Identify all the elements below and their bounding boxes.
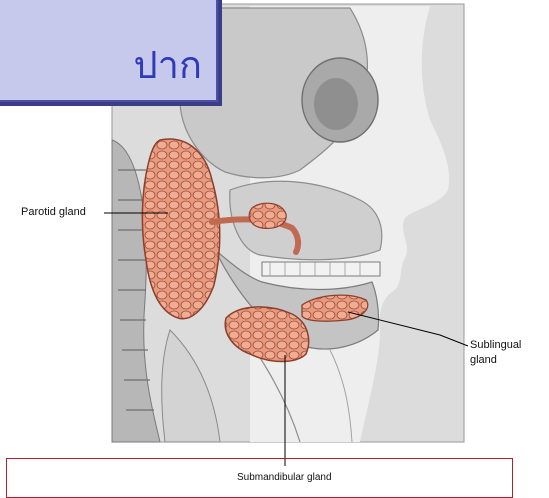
sublingual-gland-label-line2: gland [470,354,497,367]
parotid-gland-label: Parotid gland [21,206,86,219]
parotid-gland [142,139,219,319]
teeth [262,262,380,276]
sublingual-gland-label-line1: Sublingual [470,339,521,352]
submandibular-gland-label: Submandibular gland [237,471,332,484]
page-title: ปาก [134,46,202,84]
title-box: ปาก [0,0,218,102]
accessory-parotid [249,203,286,228]
